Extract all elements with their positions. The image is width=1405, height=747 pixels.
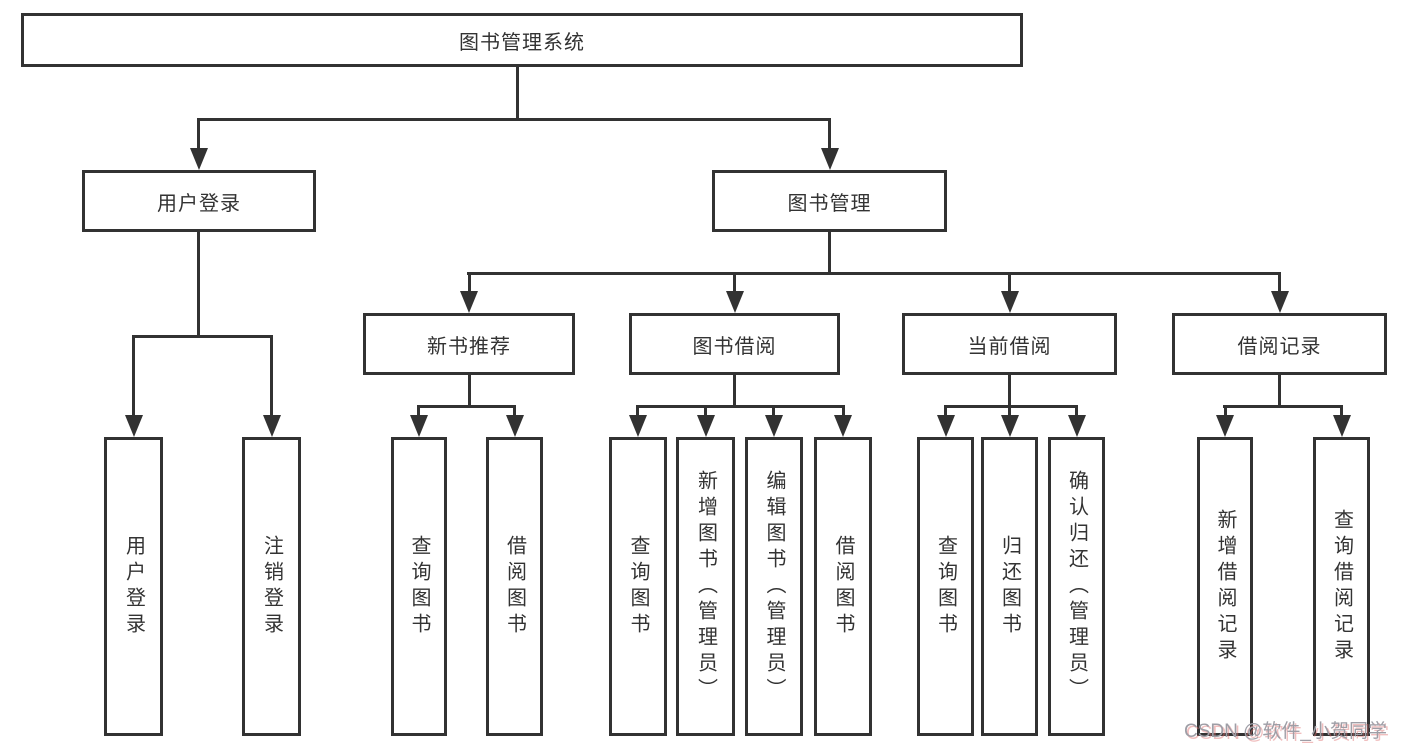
connector-book-mgmt-crossbar bbox=[467, 272, 1281, 275]
leaf-book-borrow-edit-label: 编辑图书（管理员） bbox=[763, 469, 785, 704]
arrowhead-nb-query bbox=[410, 415, 428, 437]
connector-book-borrow-stem bbox=[733, 375, 736, 405]
arrowhead-new-book bbox=[460, 291, 478, 313]
leaf-user-login: 用户登录 bbox=[104, 437, 163, 736]
leaf-current-borrow-confirm-label: 确认归还（管理员） bbox=[1065, 469, 1088, 704]
arrowhead-bb-add bbox=[697, 415, 715, 437]
node-book-borrow: 图书借阅 bbox=[629, 313, 840, 375]
leaf-new-book-query-label: 查询图书 bbox=[408, 534, 430, 639]
leaf-logout: 注销登录 bbox=[242, 437, 301, 736]
leaf-book-borrow-add-label: 新增图书（管理员） bbox=[694, 469, 717, 704]
leaf-book-borrow-query-label: 查询图书 bbox=[627, 534, 649, 639]
connector-book-mgmt-stem bbox=[828, 232, 831, 272]
connector-root-crossbar bbox=[197, 118, 831, 121]
leaf-new-book-borrow: 借阅图书 bbox=[486, 437, 543, 736]
leaf-current-borrow-confirm: 确认归还（管理员） bbox=[1048, 437, 1105, 736]
node-current-borrow-label: 当前借阅 bbox=[967, 335, 1052, 358]
connector-user-login-stem bbox=[197, 232, 200, 335]
leaf-book-borrow-borrow-label: 借阅图书 bbox=[832, 534, 854, 639]
arrowhead-cb-return bbox=[1001, 415, 1019, 437]
connector-new-book-stem bbox=[468, 375, 471, 405]
leaf-borrow-records-add-label: 新增借阅记录 bbox=[1214, 508, 1236, 665]
connector-drop-bb-edit bbox=[772, 405, 775, 417]
connector-drop-nb-query bbox=[417, 405, 420, 417]
leaf-new-book-query: 查询图书 bbox=[391, 437, 447, 736]
leaf-borrow-records-add: 新增借阅记录 bbox=[1197, 437, 1253, 736]
connector-current-borrow-crossbar bbox=[944, 405, 1078, 408]
leaf-current-borrow-query-label: 查询图书 bbox=[934, 534, 957, 639]
connector-book-borrow-crossbar bbox=[636, 405, 845, 408]
leaf-book-borrow-edit: 编辑图书（管理员） bbox=[745, 437, 803, 736]
node-current-borrow: 当前借阅 bbox=[902, 313, 1117, 375]
node-user-login: 用户登录 bbox=[82, 170, 316, 232]
connector-drop-cb-confirm bbox=[1075, 405, 1078, 417]
leaf-current-borrow-return: 归还图书 bbox=[981, 437, 1038, 736]
node-book-borrow-label: 图书借阅 bbox=[692, 335, 777, 358]
leaf-book-borrow-borrow: 借阅图书 bbox=[814, 437, 872, 736]
node-root-label: 图书管理系统 bbox=[459, 31, 585, 54]
node-borrow-records: 借阅记录 bbox=[1172, 313, 1387, 375]
connector-new-book-crossbar bbox=[417, 405, 516, 408]
node-new-book: 新书推荐 bbox=[363, 313, 575, 375]
node-user-login-label: 用户登录 bbox=[157, 192, 241, 215]
leaf-user-login-label: 用户登录 bbox=[122, 534, 145, 639]
connector-drop-user-login bbox=[197, 118, 200, 150]
connector-borrow-records-stem bbox=[1278, 375, 1281, 405]
connector-user-login-crossbar bbox=[132, 335, 273, 338]
leaf-borrow-records-query: 查询借阅记录 bbox=[1313, 437, 1370, 736]
connector-drop-new-book bbox=[468, 272, 471, 294]
arrowhead-cb-query bbox=[937, 415, 955, 437]
connector-drop-br-query bbox=[1340, 405, 1343, 417]
arrowhead-cb-confirm bbox=[1068, 415, 1086, 437]
arrowhead-br-add bbox=[1216, 415, 1234, 437]
arrowhead-bb-borrow bbox=[834, 415, 852, 437]
arrowhead-leaf-logout bbox=[263, 415, 281, 437]
connector-drop-bb-add bbox=[704, 405, 707, 417]
leaf-new-book-borrow-label: 借阅图书 bbox=[503, 534, 526, 639]
node-root-library-system: 图书管理系统 bbox=[21, 13, 1023, 67]
leaf-logout-label: 注销登录 bbox=[260, 534, 283, 639]
leaf-book-borrow-add: 新增图书（管理员） bbox=[676, 437, 735, 736]
connector-drop-leaf-login bbox=[132, 335, 135, 417]
connector-drop-nb-borrow bbox=[513, 405, 516, 417]
connector-drop-cb-query bbox=[944, 405, 947, 417]
arrowhead-br-query bbox=[1333, 415, 1351, 437]
node-book-mgmt: 图书管理 bbox=[712, 170, 947, 232]
leaf-current-borrow-query: 查询图书 bbox=[917, 437, 974, 736]
connector-drop-bb-query bbox=[636, 405, 639, 417]
leaf-book-borrow-query: 查询图书 bbox=[609, 437, 667, 736]
leaf-current-borrow-return-label: 归还图书 bbox=[998, 534, 1021, 639]
connector-drop-borrow-records bbox=[1278, 272, 1281, 294]
connector-root-stem bbox=[516, 67, 519, 118]
connector-borrow-records-crossbar bbox=[1223, 405, 1343, 408]
leaf-borrow-records-query-label: 查询借阅记录 bbox=[1330, 508, 1353, 665]
arrowhead-bb-edit bbox=[765, 415, 783, 437]
arrowhead-borrow-records bbox=[1271, 291, 1289, 313]
connector-drop-br-add bbox=[1224, 405, 1227, 417]
connector-drop-bb-borrow bbox=[842, 405, 845, 417]
node-new-book-label: 新书推荐 bbox=[427, 335, 511, 358]
connector-drop-book-mgmt bbox=[828, 118, 831, 150]
connector-drop-current-borrow bbox=[1008, 272, 1011, 294]
arrowhead-current-borrow bbox=[1001, 291, 1019, 313]
connector-drop-leaf-logout bbox=[270, 335, 273, 417]
connector-drop-book-borrow bbox=[733, 272, 736, 294]
arrowhead-book-borrow bbox=[726, 291, 744, 313]
connector-current-borrow-stem bbox=[1008, 375, 1011, 405]
connector-drop-cb-return bbox=[1008, 405, 1011, 417]
arrowhead-nb-borrow bbox=[506, 415, 524, 437]
arrowhead-leaf-login bbox=[125, 415, 143, 437]
csdn-watermark: CSDN @软件_小贺同学 bbox=[1184, 721, 1387, 742]
node-borrow-records-label: 借阅记录 bbox=[1237, 335, 1322, 358]
arrowhead-bb-query bbox=[629, 415, 647, 437]
arrowhead-book-mgmt bbox=[821, 148, 839, 170]
arrowhead-user-login bbox=[190, 148, 208, 170]
node-book-mgmt-label: 图书管理 bbox=[787, 192, 872, 215]
